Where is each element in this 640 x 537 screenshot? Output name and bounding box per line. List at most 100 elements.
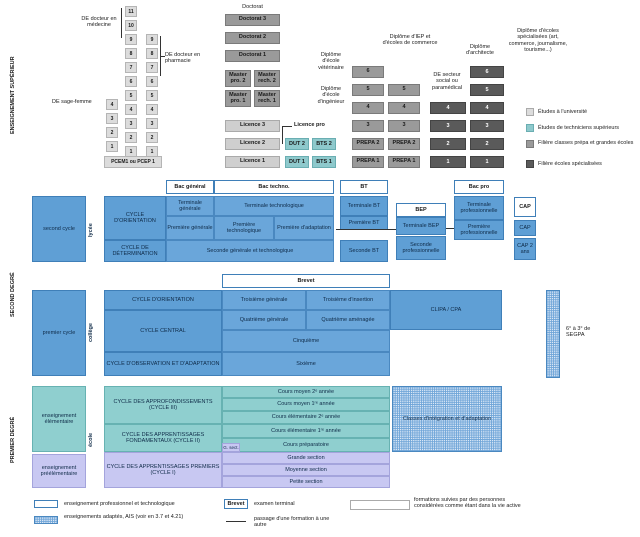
- legend-spec-label: Filière écoles spécialisées: [538, 161, 602, 167]
- section-label-second-degre: SECOND DEGRÉ: [10, 272, 16, 318]
- veterinaire-label: Diplôme d'école vétérinaire: [318, 52, 344, 71]
- cap-box: CAP: [514, 220, 536, 236]
- de-docteur-pharmacie-label: DE docteur en pharmacie: [165, 52, 201, 65]
- legend-formations-swatch: [350, 500, 410, 510]
- premiere-pro: Première professionnelle: [454, 220, 504, 240]
- cycle-3: CYCLE DES APPROFONDISSEMENTS (CYCLE III): [104, 386, 222, 424]
- clipa-cpa: CLIPA / CPA: [390, 290, 502, 330]
- cycle-1: CYCLE DES APPRENTISSAGES PREMIERS (CYCLE…: [104, 452, 222, 488]
- terminale-bep: Terminale BEP: [396, 217, 446, 235]
- sage-femme-year-box: 3: [106, 113, 118, 124]
- medecine-year-box: 5: [125, 90, 137, 101]
- enseignement-elementaire: enseignement élémentaire: [32, 386, 86, 452]
- legend-univ-label: Études à l'université: [538, 109, 588, 115]
- specialisees-year-box: 1: [470, 156, 504, 168]
- ce2: Cours élémentaire 2ᵉ année: [222, 411, 390, 424]
- lycee-label: lycée: [88, 223, 94, 237]
- petite-section: Petite section: [222, 476, 390, 488]
- dut-2: DUT 2: [285, 138, 309, 150]
- prepa-2-right: PREPA 2: [388, 138, 420, 150]
- legend-pro-swatch: [34, 500, 58, 508]
- social-year-box: 2: [430, 138, 466, 150]
- legend-examen-label: examen terminal: [254, 501, 295, 507]
- college-label: collège: [88, 323, 94, 342]
- social-year-box: 1: [430, 156, 466, 168]
- premiere-generale: Première générale: [166, 216, 214, 240]
- licence-3: Licence 3: [225, 120, 280, 132]
- master-pro-1: Master pro. 1: [225, 90, 251, 107]
- cinquieme: Cinquième: [222, 330, 390, 352]
- premiere-techno: Première technologique: [214, 216, 274, 240]
- bts-2: BTS 2: [312, 138, 336, 150]
- ce1: Cours élémentaire 1ʳᵉ année: [222, 424, 390, 438]
- medecine-year-box: 10: [125, 20, 137, 31]
- legend-tech-swatch: [526, 124, 534, 132]
- doctorat-label: Doctorat: [242, 4, 263, 10]
- veterinaire-year-box: 4: [352, 102, 384, 114]
- legend-ais-swatch: [34, 516, 58, 524]
- master-rech-1: Master rech. 1: [254, 90, 280, 107]
- passage-arrow-bep: [336, 229, 396, 230]
- iep-year-box: 3: [388, 120, 420, 132]
- dut-1: DUT 1: [285, 156, 309, 168]
- college-orientation: CYCLE D'ORIENTATION: [104, 290, 222, 310]
- section-label-superieur: ENSEIGNEMENT SUPÉRIEUR: [10, 56, 16, 134]
- specialisees-year-box: 6: [470, 66, 504, 78]
- social-year-box: 3: [430, 120, 466, 132]
- sage-femme-year-box: 2: [106, 127, 118, 138]
- doctorat-box: Doctorat 1: [225, 50, 280, 62]
- specialisees-label: Diplôme d'écoles spécialisées (art, comm…: [508, 28, 568, 53]
- licence-1: Licence 1: [225, 156, 280, 168]
- master-rech-2: Master rech. 2: [254, 70, 280, 87]
- de-sage-femme-label: DE sage-femme: [52, 99, 92, 105]
- pharmacie-year-box: 6: [146, 76, 158, 87]
- bep-box: BEP: [396, 203, 446, 217]
- quatrieme-generale: Quatrième générale: [222, 310, 306, 330]
- medecine-year-box: 9: [125, 34, 137, 45]
- legend-passage-label: passage d'une formation à une autre: [254, 516, 330, 529]
- veterinaire-year-box: 6: [352, 66, 384, 78]
- medecine-year-box: 4: [125, 104, 137, 115]
- legend-prepa-label: Filière classes prépa et grandes écoles: [538, 140, 634, 146]
- licence-2: Licence 2: [225, 138, 280, 150]
- licence-pro-arrow: [282, 126, 292, 127]
- moyenne-section: Moyenne section: [222, 464, 390, 476]
- social-label: DE secteur social ou paramédical: [432, 72, 462, 91]
- iep-year-box: 5: [388, 84, 420, 96]
- cycle-2: CYCLE DES APPRENTISSAGES FONDAMENTAUX (C…: [104, 424, 222, 452]
- pharmacie-bracket-h: [160, 56, 165, 57]
- specialisees-year-box: 5: [470, 84, 504, 96]
- veterinaire-year-box: 5: [352, 84, 384, 96]
- medecine-year-box: 2: [125, 132, 137, 143]
- specialisees-year-box: 3: [470, 120, 504, 132]
- de-docteur-medecine-label: DE docteur en médecine: [81, 16, 117, 29]
- troisieme-generale: Troisième générale: [222, 290, 306, 310]
- legend-formations-label: formations suivies par des personnes con…: [414, 497, 521, 510]
- seconde-gt: Seconde générale et technologique: [166, 240, 334, 262]
- seconde-bt: Seconde BT: [340, 240, 388, 262]
- bac-techno-box: Bac techno.: [214, 180, 334, 194]
- legend-ais-label: enseignements adaptés, AIS (voir en 3.7 …: [64, 514, 184, 520]
- college-observation: CYCLE D'OBSERVATION ET D'ADAPTATION: [104, 352, 222, 376]
- medecine-year-box: 11: [125, 6, 137, 17]
- sixieme: Sixième: [222, 352, 390, 376]
- medecine-year-box: 7: [125, 62, 137, 73]
- iep-label: Diplôme d'IEP et d'écoles de commerce: [382, 34, 438, 47]
- pharmacie-year-box: 8: [146, 48, 158, 59]
- terminale-generale: Terminale générale: [166, 196, 214, 216]
- pcem-box: PCEM1 ou PCEP 1: [104, 156, 162, 168]
- segpa-bar: [546, 290, 560, 378]
- bts-1: BTS 1: [312, 156, 336, 168]
- doctorat-box: Doctorat 2: [225, 32, 280, 44]
- passage-arrow-pro: [446, 228, 454, 229]
- medecine-year-box: 3: [125, 118, 137, 129]
- grande-section: Grande section: [222, 452, 390, 464]
- classes-integration: Classes d'intégration et d'adaptation: [392, 386, 502, 452]
- quatrieme-amenagee: Quatrième aménagée: [306, 310, 390, 330]
- specialisees-year-box: 4: [470, 102, 504, 114]
- section-label-premier-degre: PREMIER DEGRÉ: [10, 416, 16, 464]
- pharmacie-year-box: 4: [146, 104, 158, 115]
- troisieme-insertion: Troisième d'insertion: [306, 290, 390, 310]
- sage-femme-year-box: 1: [106, 141, 118, 152]
- terminale-techno: Terminale technologique: [214, 196, 334, 216]
